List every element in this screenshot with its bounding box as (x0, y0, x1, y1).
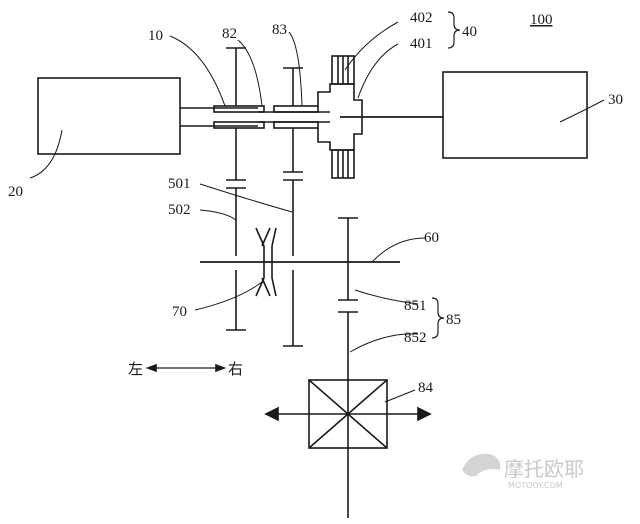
gear-501 (283, 179, 303, 347)
label-401: 401 (410, 36, 433, 52)
direction-left-label: 左 (128, 361, 143, 378)
watermark-helmet-icon (462, 453, 501, 477)
direction-right-label: 右 (228, 361, 243, 378)
differential-84 (264, 379, 432, 518)
input-shaft (180, 107, 443, 127)
label-70: 70 (172, 304, 187, 320)
label-851: 851 (404, 298, 427, 314)
label-501: 501 (168, 176, 191, 192)
label-85: 85 (446, 312, 461, 328)
brace-40 (447, 11, 461, 49)
label-84: 84 (418, 380, 434, 396)
leader-lines (29, 21, 605, 403)
label-852: 852 (404, 330, 427, 346)
label-502: 502 (168, 202, 191, 218)
gear-502 (226, 187, 246, 331)
label-30: 30 (608, 92, 623, 108)
gear-83 (283, 67, 303, 173)
watermark: 摩托欧耶 MOTOOY.COM (462, 453, 584, 490)
label-10: 10 (148, 28, 163, 44)
engine-block-20 (37, 77, 181, 155)
label-40: 40 (462, 24, 477, 40)
watermark-sub: MOTOOY.COM (508, 481, 563, 490)
label-100: 100 (530, 12, 553, 28)
direction-arrow (145, 363, 227, 373)
gear-82 (226, 47, 246, 181)
label-60: 60 (424, 230, 439, 246)
synchronizer-70 (255, 227, 277, 297)
label-402: 402 (410, 10, 433, 26)
clutch-83 (273, 105, 319, 129)
label-82: 82 (222, 26, 237, 42)
gear-852 (338, 311, 358, 380)
label-83: 83 (272, 22, 287, 38)
watermark-main: 摩托欧耶 (504, 457, 584, 481)
brace-85 (431, 297, 445, 339)
clutch-10 (213, 105, 265, 129)
motor-block-30 (442, 71, 588, 159)
clutch-housing-40 (317, 55, 363, 179)
gear-851 (338, 217, 358, 301)
label-20: 20 (8, 184, 23, 200)
